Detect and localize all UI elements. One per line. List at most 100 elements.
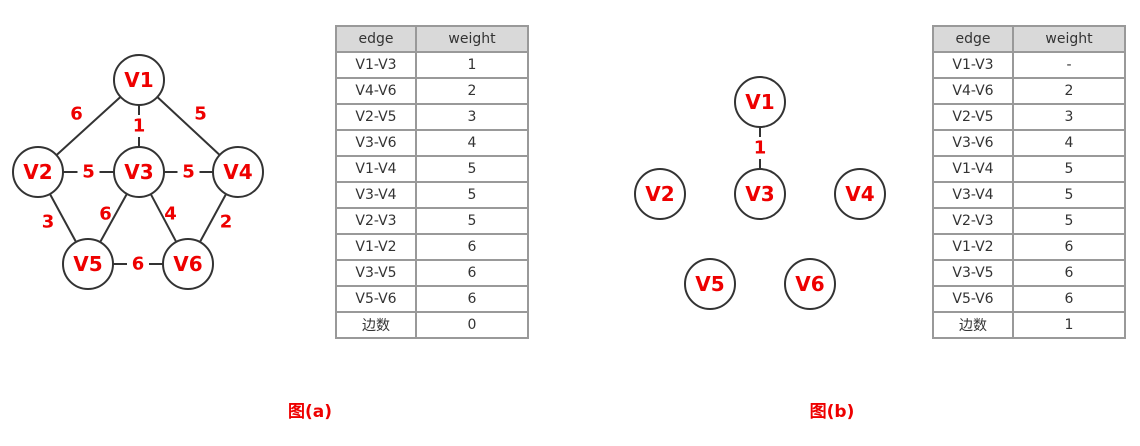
caption-a: 图(a): [287, 402, 333, 422]
node-label: V6: [795, 272, 824, 296]
header-weight: weight: [1012, 25, 1126, 53]
cell-weight: 2: [415, 77, 529, 105]
edge-v1-v2: [55, 96, 122, 156]
header-weight: weight: [415, 25, 529, 53]
edge-weight-label: 2: [220, 212, 233, 233]
edge-weight-label: 1: [754, 138, 767, 159]
node-circle: [684, 258, 736, 310]
edge-weight-label: 3: [42, 212, 55, 233]
header-edge: edge: [335, 25, 417, 53]
node-circle: [734, 76, 786, 128]
node-circle: [784, 258, 836, 310]
cell-weight: 5: [1012, 207, 1126, 235]
node-circle: [113, 54, 165, 106]
node-circle: [734, 168, 786, 220]
node-label: V2: [23, 160, 52, 184]
cell-edge: 边数: [932, 311, 1014, 339]
cell-weight: 3: [1012, 103, 1126, 131]
table-header-row: edge weight: [335, 25, 529, 53]
edge-v3-v6: [149, 193, 178, 243]
cell-edge: V3-V5: [932, 259, 1014, 287]
node-v3: V3: [113, 146, 165, 198]
node-circle: [634, 168, 686, 220]
node-v4: V4: [212, 146, 264, 198]
node-label: V5: [695, 272, 724, 296]
node-v4: V4: [834, 168, 886, 220]
cell-weight: 5: [415, 155, 529, 183]
edge-weight-label: 6: [70, 104, 83, 125]
edge-v4-v6: [199, 193, 227, 243]
cell-edge: V3-V4: [335, 181, 417, 209]
cell-weight: 6: [415, 285, 529, 313]
cell-edge: V2-V5: [932, 103, 1014, 131]
cell-edge: V1-V4: [932, 155, 1014, 183]
cell-weight: 6: [415, 259, 529, 287]
cell-edge: V4-V6: [932, 77, 1014, 105]
node-v2: V2: [634, 168, 686, 220]
cell-weight: 5: [415, 181, 529, 209]
node-circle: [834, 168, 886, 220]
node-circle: [212, 146, 264, 198]
cell-weight: 6: [1012, 259, 1126, 287]
node-v5: V5: [62, 238, 114, 290]
edge-weight-label: 6: [132, 254, 145, 275]
edge-weight-label: 5: [182, 162, 195, 183]
cell-edge: V1-V3: [335, 51, 417, 79]
node-v2: V2: [12, 146, 64, 198]
table-row: V1-V3-: [932, 51, 1126, 79]
node-v3: V3: [734, 168, 786, 220]
node-label: V1: [745, 90, 774, 114]
node-v6: V6: [784, 258, 836, 310]
node-label: V1: [124, 68, 153, 92]
cell-edge: V3-V6: [335, 129, 417, 157]
cell-edge: V5-V6: [932, 285, 1014, 313]
cell-edge: V2-V3: [932, 207, 1014, 235]
cell-weight: 3: [415, 103, 529, 131]
node-v1: V1: [113, 54, 165, 106]
edge-weight-label: 1: [133, 116, 146, 137]
node-label: V5: [73, 252, 102, 276]
node-label: V6: [173, 252, 202, 276]
cell-edge: V3-V5: [335, 259, 417, 287]
table-header-row: edge weight: [932, 25, 1126, 53]
node-label: V3: [124, 160, 153, 184]
cell-edge: V3-V6: [932, 129, 1014, 157]
cell-weight: 5: [1012, 181, 1126, 209]
cell-edge: V1-V4: [335, 155, 417, 183]
cell-weight: 6: [415, 233, 529, 261]
cell-edge: V5-V6: [335, 285, 417, 313]
cell-weight: -: [1012, 51, 1126, 79]
caption-b: 图(b): [809, 402, 855, 422]
node-v1: V1: [734, 76, 786, 128]
node-circle: [113, 146, 165, 198]
cell-edge: V1-V2: [932, 233, 1014, 261]
node-circle: [12, 146, 64, 198]
edge-v1-v4: [156, 96, 221, 156]
cell-edge: V2-V5: [335, 103, 417, 131]
cell-weight: 4: [1012, 129, 1126, 157]
node-v6: V6: [162, 238, 214, 290]
edge-weight-label: 4: [164, 204, 177, 225]
cell-edge: V1-V3: [932, 51, 1014, 79]
cell-weight: 6: [1012, 285, 1126, 313]
